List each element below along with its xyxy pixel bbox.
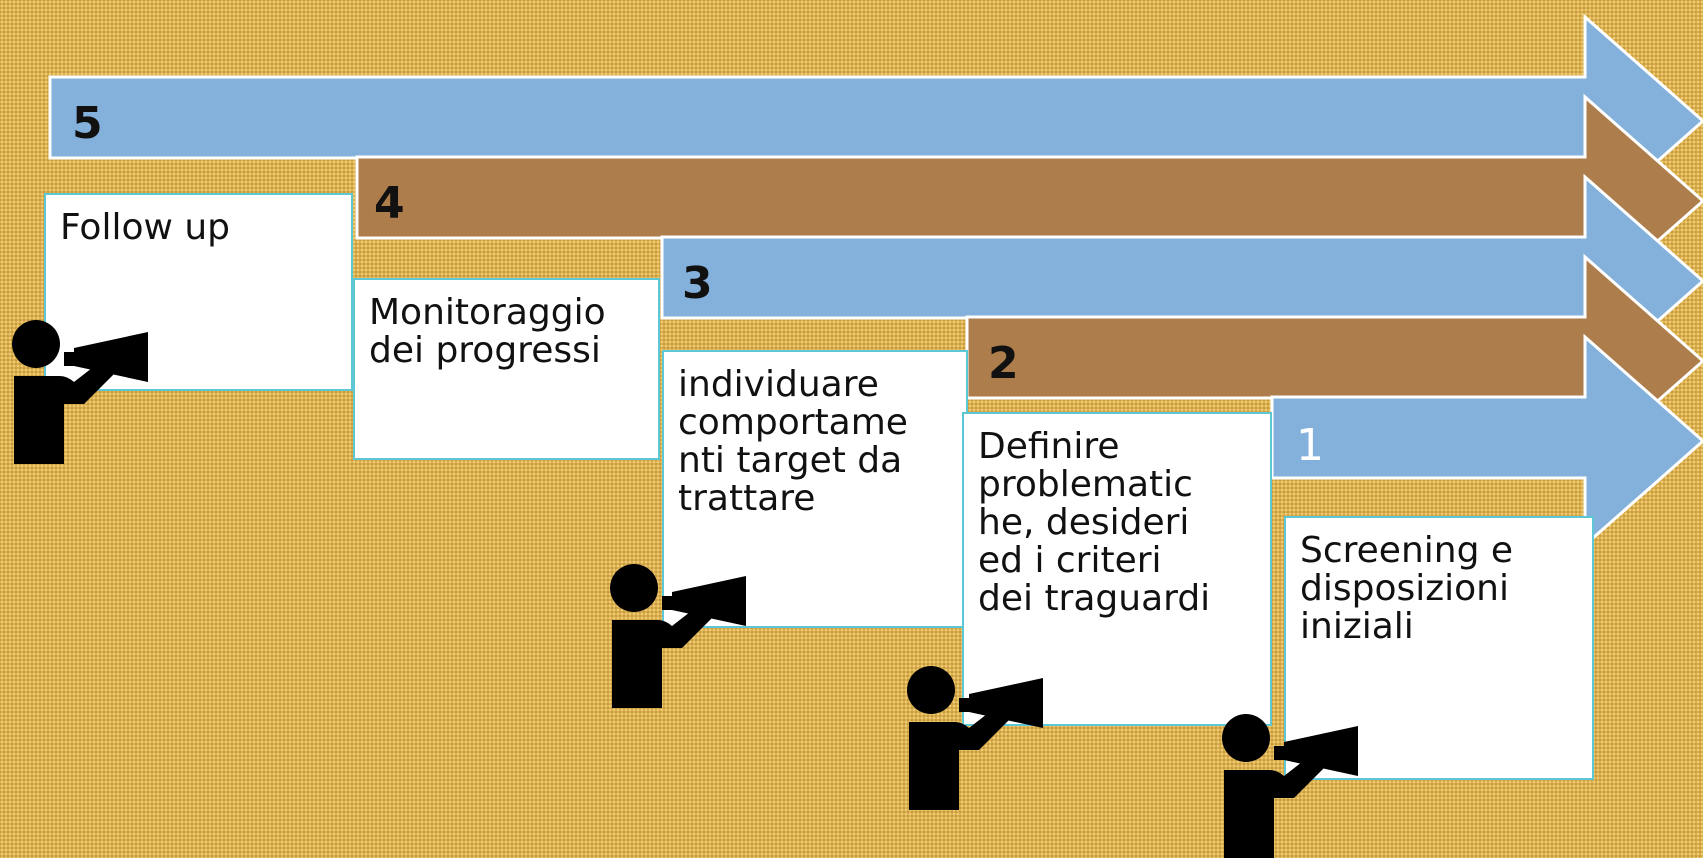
step-card-4: Monitoraggio dei progressi: [353, 278, 660, 460]
arrow-step-1: [1270, 333, 1703, 549]
step-card-5: Follow up: [44, 193, 353, 391]
step-number-2: 2: [988, 338, 1019, 389]
person-with-megaphone-icon: [610, 564, 746, 708]
person-with-megaphone-icon: [1222, 714, 1358, 858]
step-card-2: Definire problematic he, desideri ed i c…: [962, 412, 1272, 726]
step-card-3: individuare comportame nti target da tra…: [662, 350, 968, 628]
step-number-1: 1: [1296, 420, 1324, 471]
person-with-megaphone-icon: [12, 320, 148, 464]
person-with-megaphone-icon: [907, 666, 1043, 810]
step-number-4: 4: [374, 178, 405, 229]
step-number-3: 3: [682, 258, 713, 309]
step-number-5: 5: [72, 98, 103, 149]
